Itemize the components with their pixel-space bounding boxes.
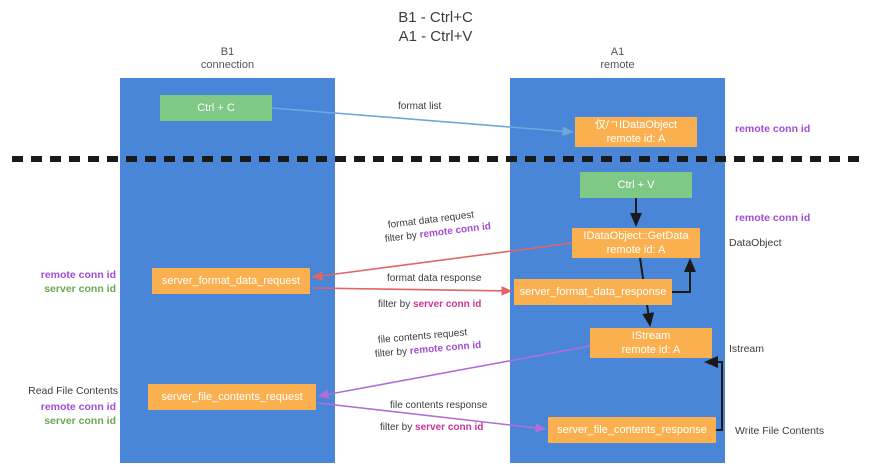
edge-label-format-data-response-filter: filter by server conn id [378,298,481,312]
box-ctrl-v-line1: Ctrl + V [617,179,655,191]
lane-header-b1-sub: connection [200,59,255,71]
side-label-left-conn-ids-2: remote conn id server conn id [8,400,116,428]
box-server-format-data-response-label: server_format_data_response [519,286,667,298]
side-label-left-server-conn-id-2: server conn id [44,415,116,427]
filter-prefix: filter by [378,299,414,310]
side-label-left-remote-conn-id-2: remote conn id [40,401,116,413]
page-title-line-1: B1 - Ctrl+C [398,9,473,26]
box-istream[interactable]: IStream remote id: A [590,328,712,358]
lane-header-b1-name: B1 [220,46,235,58]
box-istream-line2: remote id: A [621,344,681,356]
edge-label-file-contents-response-filter: filter by server conn id [380,421,483,435]
side-label-left-conn-ids-1: remote conn id server conn id [8,268,116,296]
box-server-file-contents-request[interactable]: server_file_contents_request [148,384,316,410]
edge-label-format-data-response: format data response [387,273,482,284]
box-server-format-data-response[interactable]: server_format_data_response [514,279,672,305]
filter-prefix: filter by [384,229,421,245]
box-ctrl-c-line1: Ctrl + C [197,102,235,114]
box-server-file-contents-response-label: server_file_contents_response [557,424,707,436]
filter-prefix: filter by [374,345,411,360]
side-label-read-file-contents: Read File Contents [28,385,118,397]
box-idataobject-top[interactable]: 仅/ㄱIDataObject remote id: A [575,117,697,147]
edge-label-format-list: format list [398,101,442,112]
side-label-left-remote-conn-id-1: remote conn id [40,269,116,281]
box-server-format-data-request[interactable]: server_format_data_request [152,268,310,294]
lane-header-a1: A1 remote [510,46,725,72]
box-idataobject-getdata-line2: remote id: A [606,244,666,256]
box-server-file-contents-request-label: server_file_contents_request [161,391,303,403]
box-server-file-contents-response[interactable]: server_file_contents_response [548,417,716,443]
side-label-dataobject: DataObject [729,237,782,249]
side-label-write-file-contents: Write File Contents [735,425,825,437]
box-idataobject-top-line2: remote id: A [606,133,666,145]
box-server-format-data-request-label: server_format_data_request [161,275,301,287]
page-title-line-2: A1 - Ctrl+V [398,28,473,45]
phase-divider [12,156,860,162]
box-ctrl-v[interactable]: Ctrl + V [580,172,692,198]
filter-value-server-conn-id: server conn id [415,422,484,433]
lane-header-a1-sub: remote [600,59,635,71]
filter-value-server-conn-id: server conn id [413,299,482,310]
box-idataobject-getdata[interactable]: IDataObject::GetData remote id: A [572,228,700,258]
box-idataobject-top-line1: 仅/ㄱIDataObject [594,119,678,131]
side-label-istream: Istream [729,343,765,355]
arrow-format-data-response [312,286,513,296]
side-label-remote-conn-id-top: remote conn id [735,123,811,135]
box-istream-line1: IStream [631,330,671,342]
side-label-remote-conn-id-mid: remote conn id [735,212,811,224]
side-label-left-server-conn-id-1: server conn id [44,283,116,295]
lane-header-b1: B1 connection [120,46,335,72]
filter-prefix: filter by [380,422,416,433]
edge-label-file-contents-response: file contents response [390,400,488,411]
box-idataobject-getdata-line1: IDataObject::GetData [583,230,689,242]
box-ctrl-c[interactable]: Ctrl + C [160,95,272,121]
lane-header-a1-name: A1 [610,46,625,58]
